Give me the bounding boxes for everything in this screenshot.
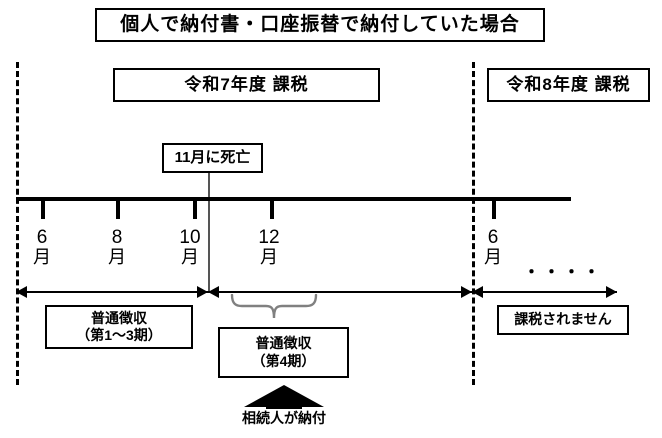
month-number: 6 <box>487 227 499 248</box>
arrow-shaft <box>472 291 617 293</box>
axis-tick-month-6 <box>41 200 45 219</box>
death-event-connector <box>208 173 210 292</box>
era-label-next-year: 令和8年度 課税 <box>487 68 650 102</box>
segment-label-before-death: 普通徴収 （第1〜3期） <box>45 305 193 349</box>
arrow-shaft <box>208 291 472 293</box>
axis-tick-month-12 <box>270 200 274 219</box>
arrowhead-right-icon <box>197 286 208 298</box>
month-unit: 月 <box>484 246 502 267</box>
span-arrow-before-death <box>16 286 208 298</box>
month-number: 10 <box>179 227 201 248</box>
month-unit: 月 <box>181 246 199 267</box>
month-unit: 月 <box>108 246 126 267</box>
payer-annotation: 相続人が納付 <box>242 410 326 426</box>
month-label-12: 12 月 <box>249 228 289 267</box>
arrowhead-right-icon <box>606 286 617 298</box>
arrowhead-right-icon <box>461 286 472 298</box>
month-unit: 月 <box>260 246 278 267</box>
curly-brace-icon <box>230 294 318 319</box>
up-arrow-icon <box>244 385 324 409</box>
span-arrow-next-year <box>472 286 617 298</box>
segment-label-after-death: 普通徴収 （第4期） <box>218 327 349 378</box>
segment-label-next-year-status: 課税されません <box>497 305 629 335</box>
month-label-next-6: 6 月 <box>473 228 513 267</box>
era-divider-left <box>16 62 19 385</box>
axis-tick-month-10 <box>193 200 197 219</box>
month-number: 8 <box>111 227 123 248</box>
timeline-continuation-dots: ・・・・ <box>523 263 603 282</box>
axis-tick-month-8 <box>116 200 120 219</box>
diagram-title: 個人で納付書・口座振替で納付していた場合 <box>95 8 545 42</box>
month-label-10: 10 月 <box>170 228 210 267</box>
death-event-label: 11月に死亡 <box>162 143 263 173</box>
month-number: 12 <box>258 227 280 248</box>
month-unit: 月 <box>33 246 51 267</box>
month-number: 6 <box>36 227 48 248</box>
month-label-8: 8 月 <box>97 228 137 267</box>
axis-tick-next-month-6 <box>492 200 496 219</box>
arrow-shaft <box>16 291 208 293</box>
era-divider-right <box>472 62 475 385</box>
month-label-6: 6 月 <box>22 228 62 267</box>
timeline-axis <box>16 197 571 201</box>
era-label-current-year: 令和7年度 課税 <box>113 68 380 102</box>
span-arrow-after-death <box>208 286 472 298</box>
